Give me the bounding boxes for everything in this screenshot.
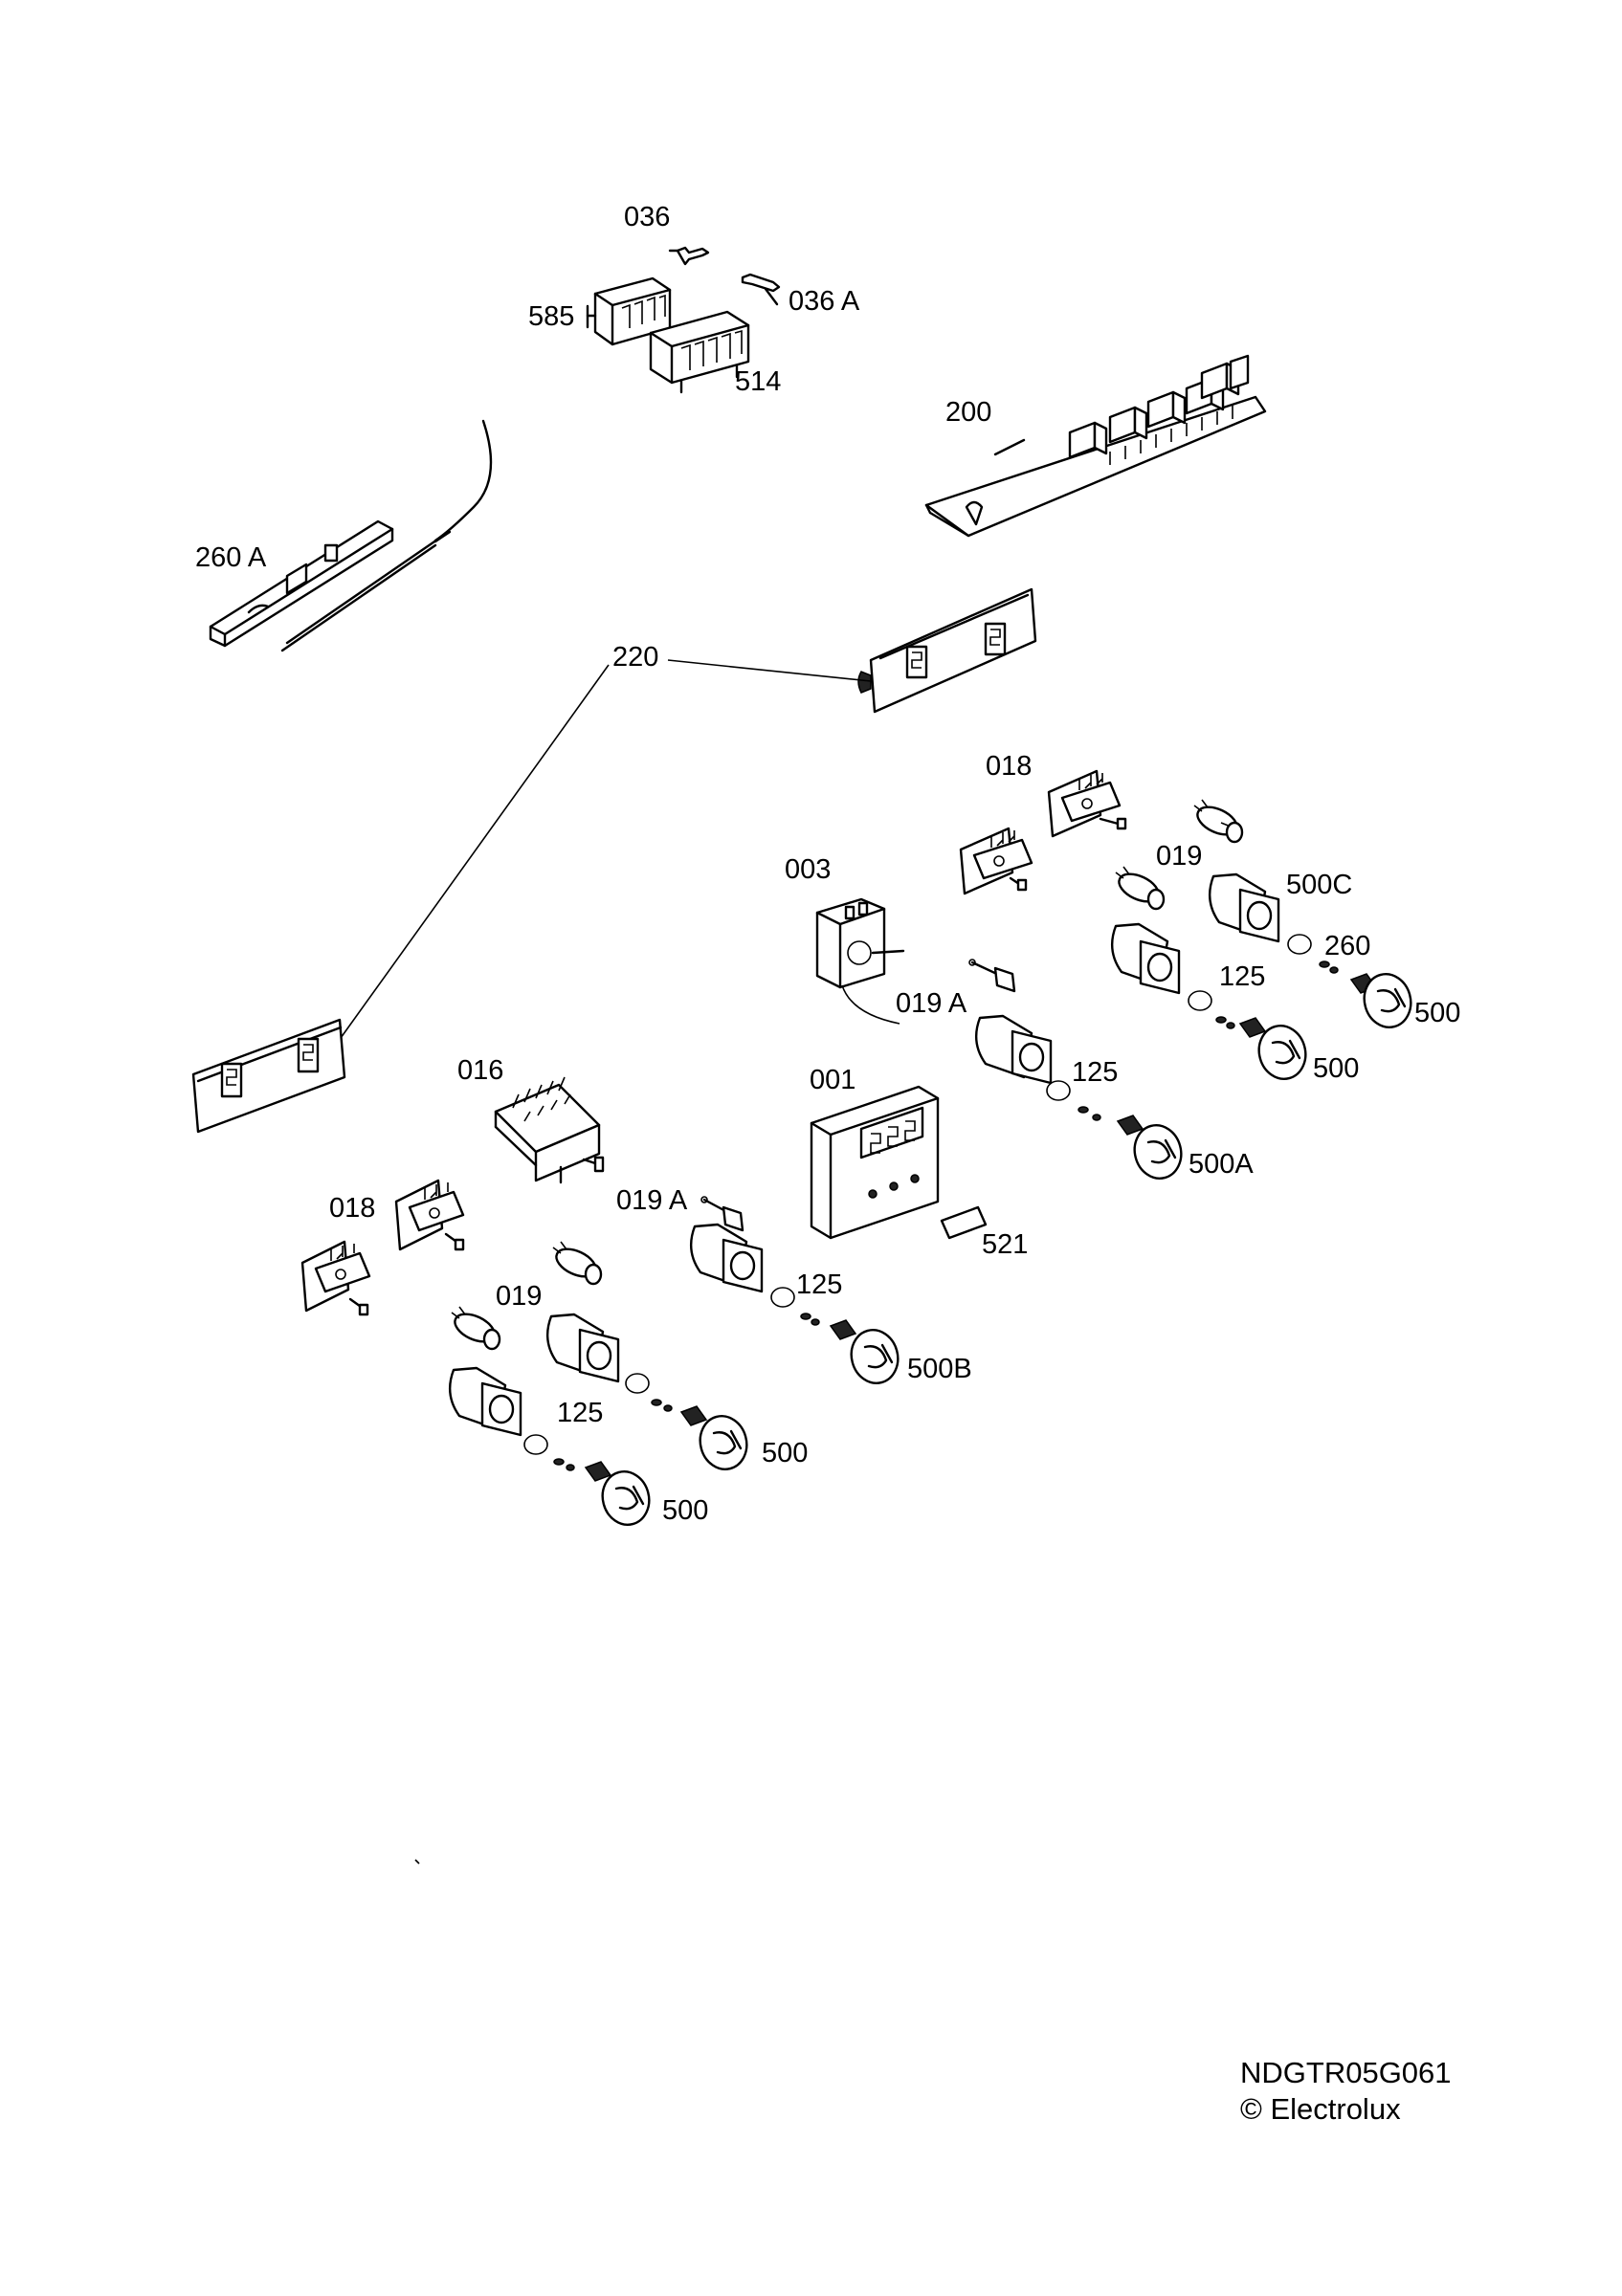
lamp-019-bottom-b <box>451 1306 501 1351</box>
sensor-bracket-260a <box>209 419 493 652</box>
label-001: 001 <box>810 1065 855 1095</box>
label-125-bottom-2: 125 <box>557 1398 603 1428</box>
thermostat-003 <box>815 897 905 1025</box>
knob-500a <box>1116 1115 1183 1180</box>
knob-500-bottom-a <box>679 1405 748 1470</box>
label-019a-top: 019 A <box>896 988 967 1019</box>
knob-500-top-right <box>1349 973 1412 1028</box>
label-019-bottom: 019 <box>496 1281 542 1312</box>
selector-switch-018-top-b <box>959 827 1033 895</box>
fascia-panel-220-upper <box>857 587 1037 714</box>
label-019a-bottom: 019 A <box>616 1185 688 1216</box>
fascia-panel-220-lower <box>191 1018 346 1134</box>
copyright-notice: © Electrolux <box>1240 2092 1401 2126</box>
selector-switch-018-top-a <box>1047 769 1127 838</box>
label-500c: 500C <box>1286 870 1352 900</box>
label-018-bottom: 018 <box>329 1193 375 1224</box>
label-500a: 500A <box>1189 1149 1254 1180</box>
label-260: 260 <box>1324 931 1370 961</box>
knob-housing-500b <box>689 1223 820 1326</box>
label-125-bottom-1: 125 <box>796 1269 842 1300</box>
label-003: 003 <box>785 854 831 885</box>
label-016: 016 <box>457 1055 503 1086</box>
label-500-top-middle: 500 <box>1313 1053 1359 1084</box>
knob-housing-125-bottom-b <box>448 1366 575 1471</box>
terminal-036 <box>668 246 710 266</box>
label-036: 036 <box>624 202 670 232</box>
label-220: 220 <box>612 642 658 673</box>
label-018-top: 018 <box>986 751 1032 782</box>
knob-housing-125-bottom-a <box>545 1313 673 1412</box>
selector-switch-018-bottom-a <box>394 1179 465 1251</box>
part-labels: 036 036 A 585 514 200 260 A 220 018 019 … <box>195 202 1460 1526</box>
knob-500-bottom-b <box>584 1461 651 1526</box>
knob-500b <box>829 1319 900 1384</box>
label-260a: 260 A <box>195 542 267 573</box>
lamp-019a-top <box>968 959 1016 993</box>
label-500-top-right: 500 <box>1414 998 1460 1028</box>
label-200: 200 <box>945 397 991 428</box>
label-500-bottom-2: 500 <box>662 1495 708 1526</box>
label-019-top: 019 <box>1156 841 1202 872</box>
stray-mark <box>414 1859 420 1865</box>
terminal-036a <box>741 273 781 306</box>
selector-switch-018-bottom-b <box>300 1240 371 1316</box>
knob-500-top-middle <box>1238 1017 1307 1080</box>
label-125-mid: 125 <box>1072 1057 1118 1088</box>
footer: NDGTR05G061 © Electrolux <box>1240 2055 1452 2128</box>
label-500-bottom-1: 500 <box>762 1438 808 1468</box>
label-125-top: 125 <box>1219 961 1265 992</box>
lamp-019-top-a <box>1193 799 1244 844</box>
connector-block-514 <box>649 310 750 394</box>
knob-housing-500a <box>974 1014 1101 1121</box>
leader-lines-220 <box>340 659 872 1039</box>
knob-housing-500c <box>1208 872 1339 974</box>
lamp-019-top-b <box>1115 866 1166 911</box>
label-500b: 500B <box>907 1354 972 1384</box>
lamp-019a-bottom <box>700 1196 744 1232</box>
programmer-switch-016 <box>494 1076 605 1184</box>
drawing-code: NDGTR05G061 <box>1240 2056 1452 2089</box>
label-521: 521 <box>982 1229 1028 1260</box>
label-514: 514 <box>735 366 781 397</box>
part-521 <box>940 1205 988 1240</box>
lamp-019-bottom-a <box>552 1241 603 1286</box>
label-036a: 036 A <box>789 286 860 317</box>
timer-clock-001 <box>810 1085 940 1240</box>
relay-board-200 <box>924 354 1267 538</box>
knob-housing-125-top <box>1110 922 1235 1029</box>
label-585: 585 <box>528 301 574 332</box>
